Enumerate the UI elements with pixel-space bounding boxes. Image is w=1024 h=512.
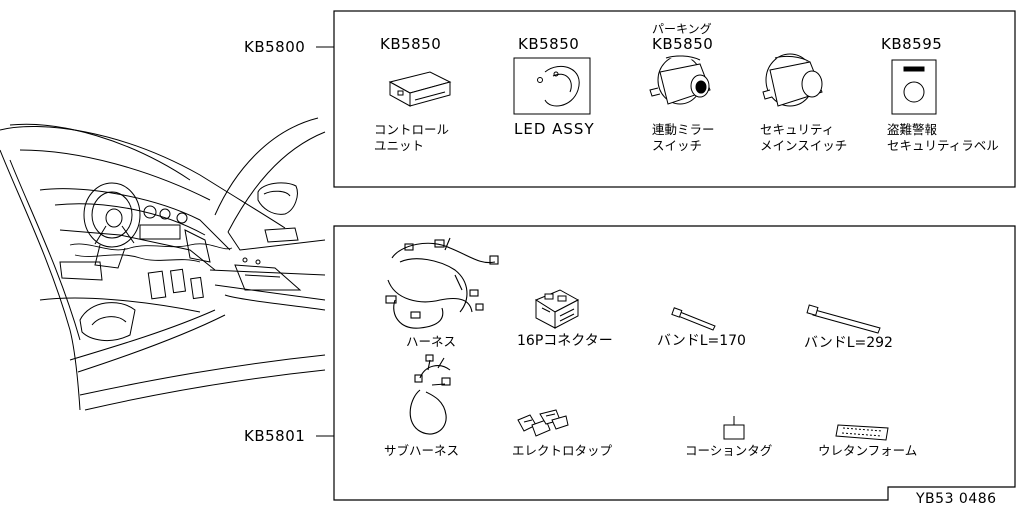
part-name-mirror-switch-line1: 連動ミラー (652, 122, 715, 137)
part-name-security-label-line2: セキュリティラベル (887, 138, 999, 153)
part-name-control-unit-line1: コントロール (374, 122, 450, 137)
part-name-security-label-line1: 盗難警報 (887, 122, 938, 137)
mirror-switch-icon (649, 55, 711, 105)
part-name-control-unit-line2: ユニット (374, 138, 425, 153)
led-assy-icon (513, 57, 591, 115)
part-code-control-unit: KB5850 (380, 35, 442, 53)
part-name-electro-tap: エレクトロタップ (512, 443, 613, 458)
part-name-urethane-foam: ウレタンフォーム (818, 443, 918, 458)
security-label-icon (891, 59, 937, 115)
urethane-foam-icon (835, 424, 889, 441)
part-name-harness: ハーネス (406, 334, 457, 349)
connector-16p-icon (534, 289, 580, 329)
group-code-upper: KB5800 (244, 38, 306, 56)
part-name-security-switch-line1: セキュリティ (760, 122, 835, 137)
upper-group-frame (333, 10, 1016, 188)
group-code-lower: KB5801 (244, 427, 306, 445)
part-name-caution-tag: コーションタグ (685, 443, 773, 458)
control-unit-icon (388, 71, 452, 107)
part-name-band-292: バンドL=292 (804, 335, 893, 351)
electro-tap-icon (517, 409, 569, 437)
band-170-icon (671, 307, 716, 331)
band-292-icon (806, 304, 881, 334)
sub-harness-icon (409, 354, 451, 435)
part-name-connector-16p: 16Pコネクター (517, 333, 613, 349)
part-code-prefix-parking: パーキング (652, 22, 712, 36)
part-code-led-assy: KB5850 (518, 35, 580, 53)
diagram-id: YB53 0486 (916, 491, 997, 507)
car-interior-illustration (0, 117, 326, 411)
caution-tag-icon (723, 416, 745, 440)
part-name-band-170: バンドL=170 (657, 333, 746, 349)
part-code-security-label: KB8595 (881, 35, 943, 53)
part-name-mirror-switch-line2: スイッチ (652, 138, 703, 153)
lower-group-frame (333, 225, 1016, 501)
part-code-mirror-switch: KB5850 (652, 35, 714, 53)
part-name-led-assy: LED ASSY (514, 120, 595, 138)
part-name-security-switch-line2: メインスイッチ (760, 138, 848, 153)
harness-icon (385, 237, 499, 329)
security-main-switch-icon (762, 53, 823, 107)
part-name-sub-harness: サブハーネス (384, 443, 460, 458)
